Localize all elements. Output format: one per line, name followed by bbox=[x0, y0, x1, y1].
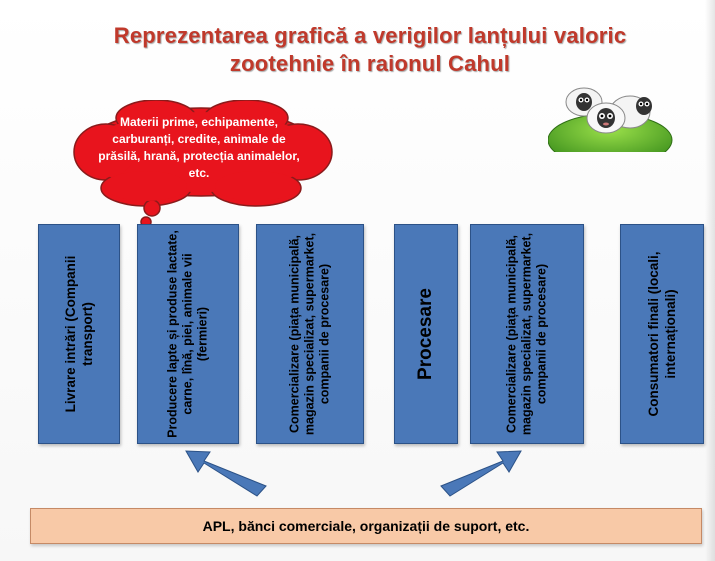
support-organizations-label: APL, bănci comerciale, organizații de su… bbox=[202, 518, 530, 534]
page-title: Reprezentarea grafică a verigilor lanțul… bbox=[60, 22, 680, 78]
stage-box-commercialization-1: Comercializare (piața municipală, magazi… bbox=[256, 224, 364, 444]
stage-box-processing: Procesare bbox=[394, 224, 458, 444]
stage-box-production: Producere lapte și produse lactate, carn… bbox=[137, 224, 239, 444]
title-line-1: Reprezentarea grafică a verigilor lanțul… bbox=[113, 23, 627, 48]
slide-edge-shadow bbox=[705, 0, 715, 561]
support-organizations-bar: APL, bănci comerciale, organizații de su… bbox=[30, 508, 702, 544]
stage-box-input-delivery: Livrare intrări (Companii transport) bbox=[38, 224, 120, 444]
stage-label-final-consumers: Consumatori finali (locali, internaționa… bbox=[646, 251, 678, 417]
stage-label-processing: Procesare bbox=[415, 288, 436, 380]
stage-label-production: Producere lapte și produse lactate, carn… bbox=[165, 230, 210, 438]
cloud-text: Materii prime, echipamente, carburanți, … bbox=[98, 115, 300, 180]
stage-box-final-consumers: Consumatori finali (locali, internaționa… bbox=[620, 224, 704, 444]
stage-label-input-delivery: Livrare intrări (Companii transport) bbox=[63, 255, 95, 413]
title-line-2: zootehnie în raionul Cahul bbox=[229, 51, 511, 76]
stage-box-commercialization-2: Comercializare (piața municipală, magazi… bbox=[470, 224, 584, 444]
thought-cloud-icon bbox=[73, 100, 333, 228]
sheep-front-icon bbox=[586, 102, 626, 134]
sheep-illustration bbox=[548, 87, 673, 152]
stage-label-commercialization-2: Comercializare (piața municipală, magazi… bbox=[504, 232, 549, 436]
stage-label-commercialization-1: Comercializare (piața municipală, magazi… bbox=[287, 232, 332, 436]
